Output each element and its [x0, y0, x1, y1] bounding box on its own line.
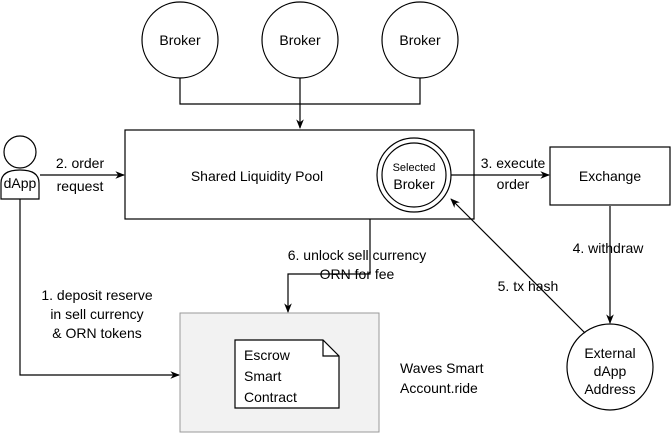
external-address-label-3: Address [584, 381, 635, 397]
broker-node-3: Broker [381, 1, 459, 79]
broker-node-2: Broker [261, 1, 339, 79]
edge-deposit [19, 199, 180, 379]
unlock-line-2: ORN for fee [320, 266, 395, 282]
execute-order-line-2: order [497, 176, 530, 192]
waves-label-1: Waves Smart [400, 360, 484, 376]
order-request-line-2: request [57, 178, 104, 194]
edge-label-unlock: 6. unlock sell currency ORN for fee [288, 247, 427, 282]
withdraw-label: 4. withdraw [573, 240, 645, 256]
waves-label-2: Account.ride [400, 380, 478, 396]
broker-label-3: Broker [399, 32, 441, 48]
dapp-label: dApp [4, 175, 37, 191]
external-address-label-1: External [584, 345, 635, 361]
unlock-line-1: 6. unlock sell currency [288, 247, 427, 263]
selected-broker-label-1: Selected [393, 162, 436, 174]
deposit-line-1: 1. deposit reserve [41, 287, 152, 303]
dapp-actor: dApp [0, 135, 40, 200]
deposit-line-2: in sell currency [50, 306, 143, 322]
escrow-label-3: Contract [244, 389, 297, 405]
escrow-label-2: Smart [244, 368, 281, 384]
exchange-node: Exchange [549, 146, 671, 206]
edge-label-order-request: 2. order request [56, 155, 105, 194]
broker-label-2: Broker [279, 32, 321, 48]
edge-label-execute-order: 3. execute order [481, 155, 546, 192]
deposit-line-3: & ORN tokens [52, 325, 141, 341]
exchange-label: Exchange [579, 168, 641, 184]
execute-order-line-1: 3. execute [481, 155, 546, 171]
pool-label: Shared Liquidity Pool [191, 168, 323, 184]
order-request-line-1: 2. order [56, 155, 105, 171]
edge-unlock [284, 219, 371, 313]
broker-node-1: Broker [141, 1, 219, 79]
tx-hash-label: 5. tx hash [498, 278, 559, 294]
external-address-label-2: dApp [594, 363, 627, 379]
edge-label-deposit: 1. deposit reserve in sell currency & OR… [41, 287, 152, 341]
escrow-contract-document: Escrow Smart Contract [234, 339, 340, 409]
selected-broker-label-2: Broker [393, 176, 435, 192]
edge-tx-hash [450, 198, 586, 334]
escrow-label-1: Escrow [244, 347, 291, 363]
external-address-node: External dApp Address [566, 323, 654, 411]
selected-broker-node: Selected Broker [376, 137, 452, 213]
broker-label-1: Broker [159, 32, 201, 48]
waves-label: Waves Smart Account.ride [400, 360, 484, 396]
broker-connector [179, 78, 421, 129]
